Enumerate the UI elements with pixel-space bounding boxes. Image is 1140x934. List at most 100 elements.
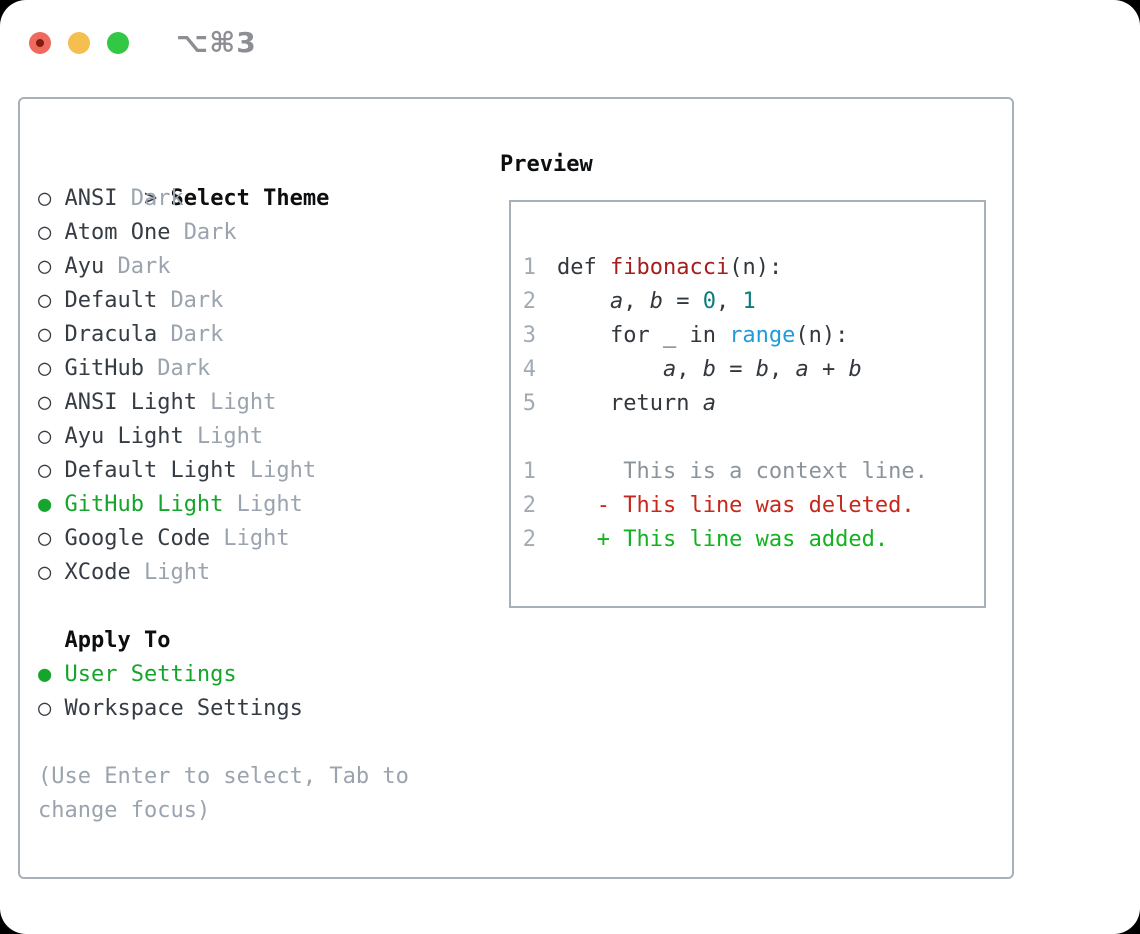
- line-number: 5: [522, 391, 536, 416]
- code-segment: (n):: [795, 323, 849, 348]
- select-theme-heading: >Select Theme: [38, 148, 409, 211]
- code-segment: ,: [715, 289, 743, 314]
- theme-option-github[interactable]: ○ GitHub Dark: [38, 352, 409, 386]
- theme-variant-tag: Dark: [117, 254, 171, 279]
- radio-icon: ○: [38, 696, 52, 721]
- code-segment: return: [557, 391, 703, 416]
- code-line: 3 for _ in range(n):: [522, 319, 984, 353]
- code-segment: fibonacci: [609, 255, 730, 280]
- code-segment: b: [848, 357, 862, 382]
- theme-variant-tag: Light: [236, 492, 303, 517]
- help-text-line1: (Use Enter to select, Tab to: [38, 764, 409, 789]
- select-theme-title: Select Theme: [170, 186, 330, 211]
- preview-heading: Preview: [500, 152, 593, 177]
- apply-to-list: ● User Settings ○ Workspace Settings: [38, 658, 409, 726]
- code-segment: ,: [676, 357, 703, 382]
- theme-option-dracula[interactable]: ○ Dracula Dark: [38, 318, 409, 352]
- code-line: 5 return a: [522, 387, 984, 421]
- theme-name: Google Code: [64, 526, 211, 551]
- code-line: 4 a, b = b, a + b: [522, 353, 984, 387]
- theme-name: ANSI: [64, 186, 118, 211]
- code-segment: ,: [623, 289, 650, 314]
- theme-name: GitHub: [64, 356, 144, 381]
- code-segment: def: [557, 255, 610, 280]
- line-number: 2: [522, 289, 536, 314]
- radio-icon: ○: [38, 526, 52, 551]
- code-segment: a: [702, 391, 716, 416]
- radio-icon: ○: [38, 322, 52, 347]
- radio-icon: ○: [38, 458, 52, 483]
- theme-variant-tag: Dark: [130, 186, 184, 211]
- zoom-button[interactable]: [107, 31, 129, 54]
- code-segment: a: [662, 357, 677, 382]
- code-segment: (n):: [729, 255, 783, 280]
- code-segment: 0: [702, 289, 716, 314]
- theme-variant-tag: Dark: [183, 220, 237, 245]
- code-line: 1 def fibonacci(n):: [522, 251, 984, 285]
- line-number: 2: [522, 493, 536, 518]
- radio-icon: ○: [38, 186, 52, 211]
- theme-option-xcode[interactable]: ○ XCode Light: [38, 556, 409, 590]
- code-segment: a: [609, 289, 624, 314]
- minimize-button[interactable]: [68, 31, 90, 54]
- theme-variant-tag: Light: [196, 424, 264, 449]
- window-shortcut-label: ⌥⌘3: [176, 26, 257, 59]
- theme-name: Dracula: [64, 322, 158, 347]
- theme-variant-tag: Dark: [157, 356, 211, 381]
- close-button[interactable]: [29, 31, 51, 54]
- radio-selected-icon: ●: [38, 492, 52, 517]
- code-line: [522, 421, 984, 455]
- radio-icon: ○: [38, 424, 52, 449]
- radio-selected-icon: ●: [38, 662, 52, 687]
- theme-option-github-light[interactable]: ● GitHub Light Light: [38, 488, 409, 522]
- theme-option-ayu-light[interactable]: ○ Ayu Light Light: [38, 420, 409, 454]
- code-segment: +: [808, 357, 849, 382]
- code-segment: b: [702, 357, 716, 382]
- radio-icon: ○: [38, 356, 52, 381]
- theme-name: ANSI Light: [64, 390, 197, 415]
- theme-variant-tag: Light: [249, 458, 317, 483]
- code-segment: b: [649, 289, 663, 314]
- close-dot-icon: [36, 38, 44, 47]
- apply-option-label: User Settings: [64, 662, 237, 687]
- theme-variant-tag: Dark: [170, 322, 224, 347]
- code-line: 2 a, b = 0, 1: [522, 285, 984, 319]
- code-segment: - This line was deleted.: [557, 493, 915, 518]
- apply-option-label: Workspace Settings: [64, 696, 303, 721]
- theme-option-ansi[interactable]: ○ ANSI Dark: [38, 182, 409, 216]
- line-number: 3: [522, 323, 536, 348]
- radio-icon: ○: [38, 560, 52, 585]
- code-segment: range: [729, 323, 796, 348]
- code-line: 2 + This line was added.: [522, 523, 984, 557]
- code-segment: ,: [768, 357, 796, 382]
- code-segment: [557, 289, 610, 314]
- radio-icon: ○: [38, 288, 52, 313]
- line-number: 1: [522, 459, 536, 484]
- apply-option-workspace-settings[interactable]: ○ Workspace Settings: [38, 692, 409, 726]
- theme-variant-tag: Light: [143, 560, 211, 585]
- theme-variant-tag: Light: [223, 526, 290, 551]
- theme-variant-tag: Light: [210, 390, 277, 415]
- theme-name: Ayu Light: [64, 424, 184, 449]
- code-segment: + This line was added.: [557, 527, 889, 552]
- theme-option-google-code[interactable]: ○ Google Code Light: [38, 522, 409, 556]
- theme-name: XCode: [64, 560, 131, 585]
- apply-option-user-settings[interactable]: ● User Settings: [38, 658, 409, 692]
- code-segment: =: [715, 357, 756, 382]
- code-line: 1 This is a context line.: [522, 455, 984, 489]
- titlebar: ⌥⌘3: [29, 26, 257, 59]
- theme-name: GitHub Light: [64, 492, 224, 517]
- apply-to-heading: Apply To: [64, 628, 171, 653]
- line-number: 1: [522, 255, 536, 280]
- theme-name: Ayu: [64, 254, 105, 279]
- code-segment: =: [662, 289, 703, 314]
